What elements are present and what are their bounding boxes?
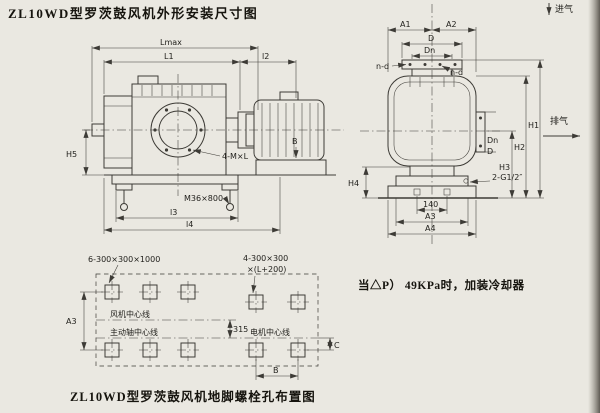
dim-a2: A2	[446, 20, 457, 29]
dim-a3-foundation: A3	[66, 317, 77, 326]
label-fan-centerline: 风机中心线	[110, 309, 150, 319]
label-nd-left: n-d	[376, 62, 389, 71]
dim-c: C	[334, 341, 340, 350]
label-shaft-centerline: 主动轴中心线	[110, 327, 158, 337]
dim-h3: H3	[499, 163, 510, 172]
dim-315: 315	[233, 325, 248, 334]
dim-dn-top: Dn	[424, 46, 435, 55]
dim-a3-end: A3	[425, 212, 436, 221]
inlet-label: 进气	[555, 3, 573, 15]
cooler-note: 当△P） 49KPa时，加装冷却器	[358, 278, 525, 292]
label-nd-right: n-d	[450, 68, 463, 77]
dim-d-top: D	[428, 34, 434, 43]
dim-l2: l2	[262, 52, 269, 61]
dim-h5: H5	[66, 150, 77, 159]
dim-a1: A1	[400, 20, 411, 29]
foundation-title: ZL10WD型罗茨鼓风机地脚螺栓孔布置图	[70, 389, 316, 404]
dim-l3: l3	[170, 208, 177, 217]
dim-140: 140	[423, 200, 438, 209]
dim-lmax: Lmax	[160, 38, 182, 47]
paper-edge-shadow	[588, 0, 600, 413]
dim-h1: H1	[528, 121, 539, 130]
dim-l1: L1	[164, 52, 174, 61]
dim-dn-side: Dn	[487, 136, 498, 145]
dim-b-foundation: B	[273, 366, 279, 375]
dim-d-side: D	[487, 147, 493, 156]
label-motor-bolts-1: 4-300×300	[243, 254, 288, 263]
label-motor-centerline: 电机中心线	[250, 327, 290, 337]
label-flange-bolts: 4-M×L	[222, 152, 249, 161]
main-title: ZL10WD型罗茨鼓风机外形安装尺寸图	[8, 6, 258, 21]
label-drain-holes: 2-G1/2″	[492, 173, 522, 182]
label-blower-bolts: 6-300×300×1000	[88, 255, 160, 264]
dim-h4: H4	[348, 179, 359, 188]
dim-h2: H2	[514, 143, 525, 152]
dim-a4: A4	[425, 224, 436, 233]
outlet-label: 排气	[550, 115, 568, 127]
label-motor-bolts-2: ×(L+200)	[247, 265, 286, 274]
dim-l4: l4	[186, 220, 193, 229]
side-view: Lmax L1 l2 H5 l3 l4 4-M×L M36×800 B	[66, 38, 344, 234]
end-view: 进气 排气 A1 A2 D Dn n-d n-d H1 H2 H3	[348, 3, 581, 244]
label-anchor-bolt: M36×800	[184, 194, 223, 203]
foundation-plan: 风机中心线 主动轴中心线 电机中心线 315 A3 B C 6-300×300×…	[66, 254, 340, 404]
dim-b-side: B	[292, 137, 298, 146]
